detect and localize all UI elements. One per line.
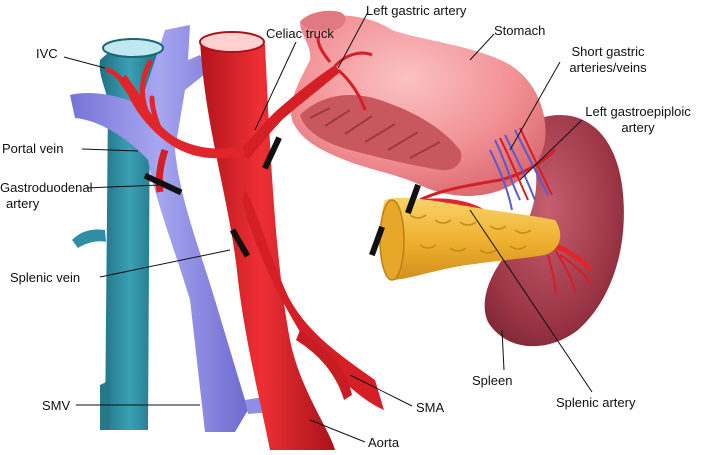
clamp-pancreas (369, 225, 385, 257)
label-spleen: Spleen (472, 373, 513, 388)
label-splenic-vein: Splenic vein (10, 270, 81, 285)
stomach-esophagus (300, 10, 346, 31)
pancreas-texture (409, 214, 532, 254)
stomach-rugae (309, 107, 441, 159)
ivc-lumen (102, 38, 164, 58)
leader-lines (63, 11, 593, 443)
gastroduodenal-vessel (155, 148, 169, 193)
label-aorta: Aorta (368, 435, 400, 450)
left-gastroepiploic-vessel (419, 148, 557, 202)
label-portal-vein: Portal vein (2, 141, 64, 156)
portal-vein-vessel (70, 25, 248, 432)
short-gastric-vessels (489, 129, 549, 211)
clamp-splenic-vein (229, 228, 251, 258)
label-left-gastroepiploic-line1: Left gastroepiploic (585, 104, 691, 119)
clamp-celiac (262, 136, 282, 170)
label-ivc: IVC (36, 46, 58, 61)
pancreas-cut (379, 199, 405, 281)
celiac-trunk-vessel (240, 65, 340, 160)
label-gastroduodenal-artery-line2: artery (6, 196, 40, 211)
left-gastric-vessel (316, 37, 373, 111)
label-sma: SMA (416, 400, 445, 415)
label-left-gastric-artery: Left gastric artery (366, 3, 467, 18)
sma-branch (296, 330, 352, 400)
label-celiac-trunk: Celiac truck (266, 26, 334, 41)
short-gastric-arteries (499, 127, 553, 201)
splenic-hilum-vessels (547, 249, 593, 296)
label-short-gastric-line1: Short gastric (571, 44, 645, 59)
pancreas (380, 197, 561, 280)
clamp-splenic-artery (405, 183, 421, 215)
label-smv: SMV (42, 398, 71, 413)
ivc-branch (72, 229, 106, 248)
common-hepatic-artery (118, 75, 245, 159)
label-gastroduodenal-artery-line1: Gastroduodenal (0, 180, 93, 195)
hepatic-branches (105, 59, 163, 133)
clamp-gastroduodenal (143, 172, 183, 196)
label-left-gastroepiploic-line2: artery (621, 120, 655, 135)
label-stomach: Stomach (494, 23, 546, 38)
aorta-vessel (200, 33, 335, 451)
sma-vessel (242, 190, 384, 410)
label-splenic-artery: Splenic artery (556, 395, 636, 410)
aorta-lumen (199, 31, 265, 53)
label-short-gastric-line2: arteries/veins (569, 60, 647, 75)
